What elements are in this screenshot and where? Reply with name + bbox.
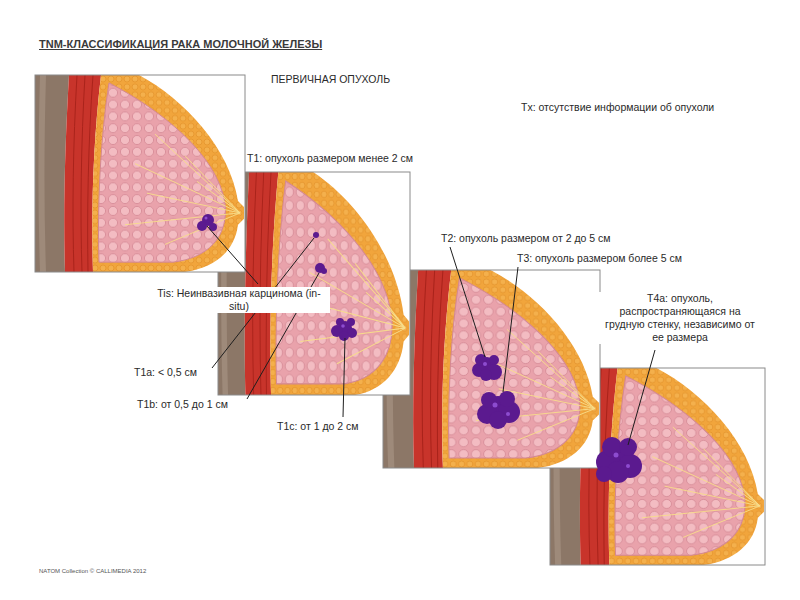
tumor-highlight (483, 362, 487, 366)
section-heading: ПЕРВИЧНАЯ ОПУХОЛЬ (270, 73, 391, 86)
stage-label: T1b: от 0,5 до 1 см (136, 398, 229, 411)
tumor-t2 (489, 355, 499, 365)
tumor-highlight (205, 217, 208, 220)
breast-section (35, 75, 245, 272)
panel-frame (35, 75, 245, 272)
stage-label: T2: опухоль размером от 2 до 5 см (440, 232, 612, 245)
leader-line (628, 350, 655, 445)
tumor-t3 (499, 391, 515, 407)
tumor-tis (197, 221, 207, 231)
stage-label: T1c: от 1 до 2 см (276, 420, 360, 433)
tumor-highlight (341, 324, 345, 328)
panel-frame (218, 172, 410, 395)
tumor-t4a (619, 438, 637, 456)
leader-line (207, 226, 258, 284)
panel-t1 (218, 172, 410, 395)
breast-section (383, 270, 600, 468)
diagram-title: TNM-КЛАССИФИКАЦИЯ РАКА МОЛОЧНОЙ ЖЕЛЕЗЫ (38, 38, 323, 51)
stage-label: T4a: опухоль, распространяющаяся на груд… (598, 292, 762, 344)
copyright-watermark: NATOM Collection © CALLIMEDIA 2012 (38, 568, 147, 575)
stage-label: Tx: отсутствие информации об опухоли (520, 101, 715, 114)
tumor-t2 (475, 354, 487, 366)
stage-label: T1: опухоль размером менее 2 см (246, 152, 414, 165)
breast-section (218, 172, 410, 395)
tumor-highlight (506, 412, 510, 416)
leader-line (503, 267, 518, 392)
stage-label: Tis: Неинвазивная карцинома (in-situ) (148, 287, 330, 313)
tumor-t3 (489, 411, 507, 429)
stage-label: T1a: < 0,5 см (133, 366, 198, 379)
leader-line (450, 247, 485, 357)
tumor-t2 (480, 369, 492, 381)
panel-frame (383, 270, 600, 468)
tumor-highlight (626, 464, 630, 468)
panel-t2-t3 (383, 270, 600, 468)
tumor-t1c (339, 331, 349, 341)
stage-label: T3: опухоль размером более 5 см (516, 252, 683, 265)
tumor-t1c (347, 318, 355, 326)
tumor-t3 (481, 392, 497, 408)
tumor-highlight (493, 403, 498, 408)
tumor-t4a (596, 466, 612, 482)
panel-tis (35, 75, 245, 272)
leader-line (343, 338, 345, 417)
tumor-t1a (313, 232, 319, 238)
tumor-highlight (614, 453, 619, 458)
tumor-t1b (321, 268, 327, 274)
